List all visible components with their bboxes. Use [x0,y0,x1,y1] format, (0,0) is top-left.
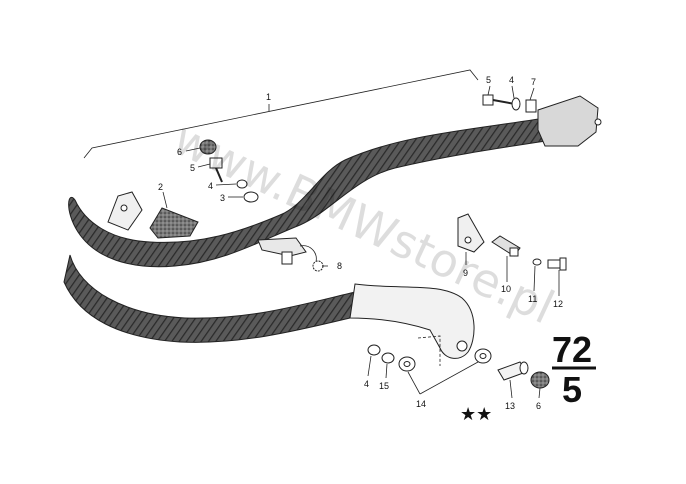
part-3-washer [243,191,259,203]
part-13-anchor-bolt [497,361,529,381]
part-9-anchor-plate [457,213,485,253]
callout-6-lower: 6 [536,401,541,411]
group-number-sub: 5 [562,369,582,410]
callout-3: 3 [220,193,225,203]
callout-9: 9 [463,268,468,278]
part-2-cover [149,207,199,239]
group-number: 72 5 [552,329,596,410]
callout-4-upper: 4 [208,181,213,191]
star-marking: ★★ [460,404,492,425]
part-4-washer-lower [367,344,381,356]
callout-7: 7 [531,77,536,87]
upper-belt-strap [68,117,553,268]
part-15-washer [381,352,395,364]
part-5-bolt-upper [209,157,223,183]
part-5-bolt-right [482,94,516,106]
leader-lines [162,85,560,399]
callout-4-lower: 4 [364,379,369,389]
callout-13: 13 [505,401,515,411]
part-11-washer [532,258,542,266]
callout-6-upper: 6 [177,147,182,157]
part-8-lock-washer [312,260,324,272]
callout-2: 2 [158,182,163,192]
part-6-cap-upper [199,139,217,155]
assembly-bracket-line [83,69,479,159]
lower-belt-strap [63,254,356,343]
part-6-cap-lower [530,371,550,389]
callout-12: 12 [553,299,563,309]
upper-end-fitting [537,95,599,147]
callout-5-right: 5 [486,75,491,85]
callout-4-right: 4 [509,75,514,85]
part-12-screw [547,257,567,271]
callout-1: 1 [266,92,271,102]
callout-15: 15 [379,381,389,391]
part-4-washer-upper [236,179,248,189]
callout-5-upper: 5 [190,163,195,173]
buckle-connector [257,237,317,265]
part-10-spacer-bolt [491,235,521,257]
callout-10: 10 [501,284,511,294]
part-4-washer-right [511,97,521,111]
callout-14: 14 [416,399,426,409]
callout-11: 11 [528,294,537,304]
callout-8: 8 [337,261,342,271]
group-number-main: 72 [552,329,592,370]
lower-anchor-bracket [349,283,475,359]
callout-labels: 1 2 3 4 5 6 5 4 7 8 9 10 11 12 4 15 14 1… [158,75,563,411]
part-7-nut [525,99,537,113]
